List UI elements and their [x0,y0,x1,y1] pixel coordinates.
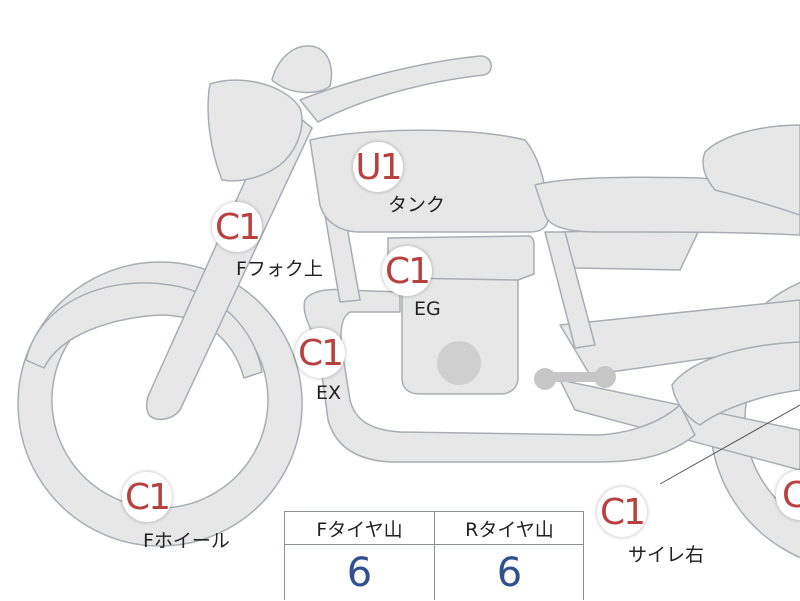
front-wheel-code-badge: C1 [122,472,172,522]
tire-tread-table: Fタイヤ山 6 Rタイヤ山 6 [284,511,584,600]
fork-upper-label: Fフォク上 [236,258,323,280]
front-tire-tread-value: 6 [346,550,373,596]
engine-cover [437,341,481,385]
rear-frame [559,299,800,376]
exhaust-label: EX [316,382,342,404]
engine-label: EG [414,298,441,320]
frame-rail [544,231,596,349]
rear-tire-tread-value: 6 [496,550,523,596]
front-tire-tread-header: Fタイヤ山 [285,512,434,545]
rear-tire-column: Rタイヤ山 6 [435,512,584,600]
rear-tire-tread-header: Rタイヤ山 [435,512,584,545]
meter [271,45,333,94]
tank-code-badge: U1 [353,142,403,192]
silencer-leader-line [659,404,800,485]
exhaust-code-badge: C1 [295,328,345,378]
handlebar [299,55,492,123]
front-fork [145,117,313,421]
engine-code-badge: C1 [382,246,432,296]
exhaust-pipe [303,288,696,463]
side-cover [559,227,701,271]
silencer-right-code-badge: C1 [597,487,647,537]
silencer-right-label: サイレ右 [628,544,705,566]
front-wheel-label: Fホイール [143,530,230,552]
footpeg [534,366,616,390]
rear-cowl [702,124,800,216]
front-tire-column: Fタイヤ山 6 [285,512,435,600]
silencer [671,341,800,426]
fork-upper-code-badge: C1 [212,202,262,252]
tank-label: タンク [388,194,446,216]
headlight [207,79,303,182]
